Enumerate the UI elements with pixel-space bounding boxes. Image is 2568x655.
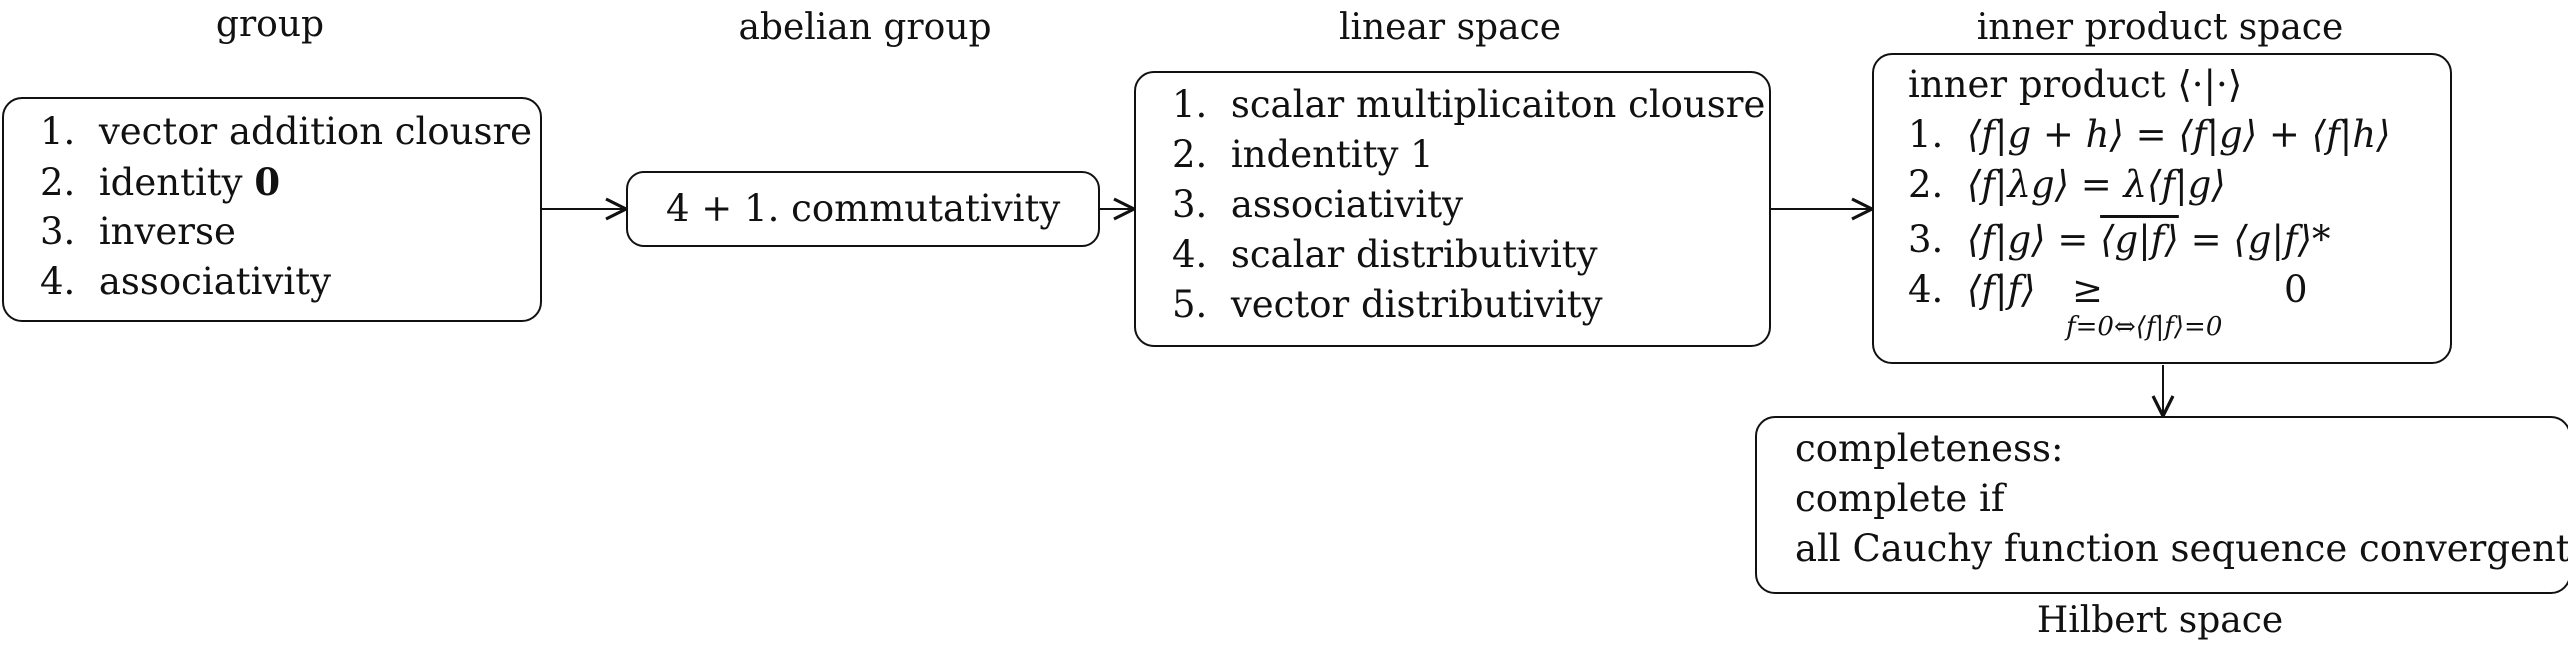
completeness-line-2: complete if: [1795, 477, 2005, 520]
title-linear-space: linear space: [1338, 7, 1562, 48]
title-hilbert-space: Hilbert space: [2036, 600, 2284, 641]
group-item-2: 2. identity 0: [40, 160, 281, 204]
inner-item-4-rhs: 0: [2284, 268, 2308, 311]
inner-item-4: 4. ⟨f|f⟩: [1908, 268, 2036, 311]
group-item-1: 1. vector addition clousre: [40, 110, 533, 153]
completeness-line-3: all Cauchy function sequence convergent: [1795, 527, 2568, 570]
bold-zero: 0: [254, 160, 281, 204]
inner-item-4-condition: f=0⇔⟨f|f⟩=0: [2066, 312, 2223, 342]
inner-item-1: 1. ⟨f|g + h⟩ = ⟨f|g⟩ + ⟨f|h⟩: [1908, 113, 2391, 156]
abelian-item: 4 + 1. commutativity: [666, 187, 1061, 230]
inner-product-box: inner product ⟨·|·⟩ 1. ⟨f|g + h⟩ = ⟨f|g⟩…: [1872, 53, 2452, 364]
completeness-box: completeness: complete if all Cauchy fun…: [1755, 416, 2568, 594]
linear-item-5: 5. vector distributivity: [1172, 283, 1603, 326]
title-abelian-group: abelian group: [738, 7, 992, 48]
title-inner-product-space: inner product space: [1976, 7, 2344, 48]
inner-product-header: inner product ⟨·|·⟩: [1908, 63, 2243, 106]
title-group: group: [215, 4, 325, 45]
linear-space-box: 1. scalar multiplicaiton clousre 2. inde…: [1134, 71, 1771, 347]
completeness-line-1: completeness:: [1795, 427, 2064, 470]
group-box: 1. vector addition clousre 2. identity 0…: [2, 97, 542, 322]
linear-item-4: 4. scalar distributivity: [1172, 233, 1598, 276]
linear-item-2: 2. indentity 1: [1172, 133, 1434, 176]
inner-item-2: 2. ⟨f|λg⟩ = λ⟨f|g⟩: [1908, 163, 2226, 206]
group-item-3: 3. inverse: [40, 210, 236, 253]
conjugate-overline: ⟨g|f⟩: [2100, 218, 2179, 261]
abelian-box: 4 + 1. commutativity: [626, 171, 1100, 247]
inner-item-4-relation: ≥: [2072, 268, 2104, 311]
linear-item-3: 3. associativity: [1172, 183, 1463, 226]
group-item-4: 4. associativity: [40, 260, 331, 303]
inner-item-3: 3. ⟨f|g⟩ = ⟨g|f⟩ = ⟨g|f⟩*: [1908, 218, 2331, 261]
linear-item-1: 1. scalar multiplicaiton clousre: [1172, 83, 1766, 126]
